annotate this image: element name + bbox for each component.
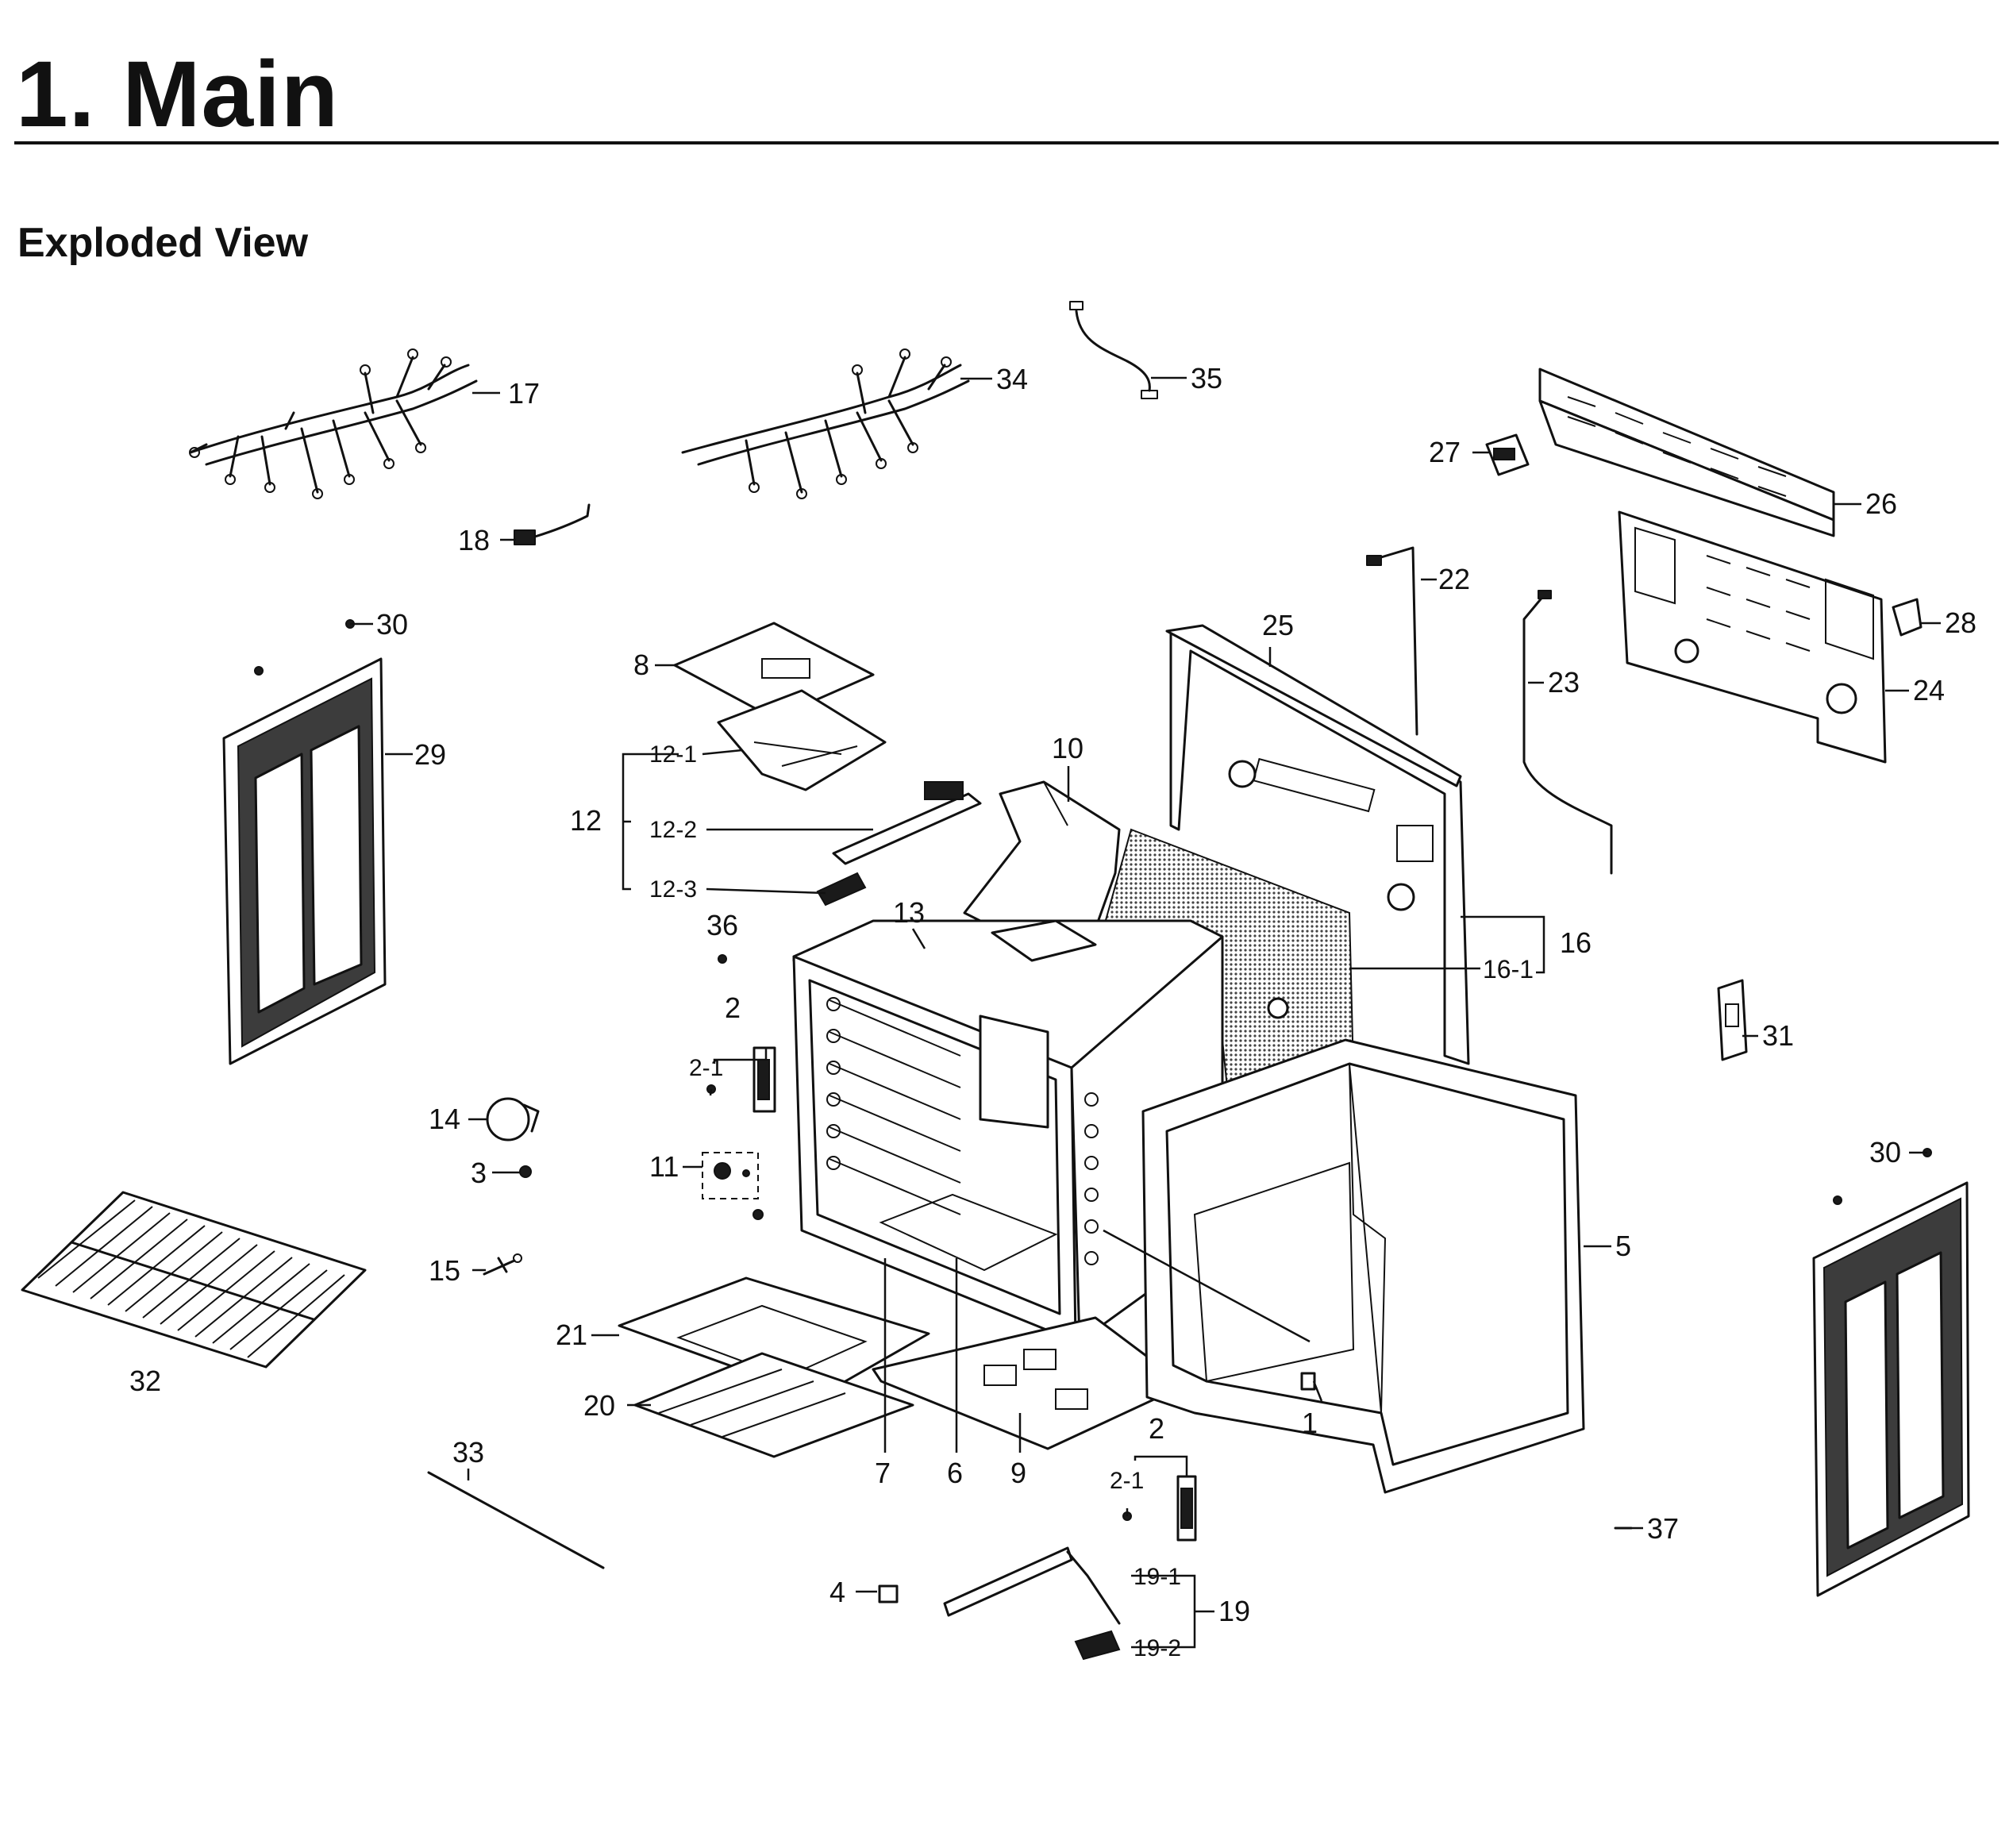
clip-27[interactable] [1485, 433, 1530, 476]
part-1[interactable] [1300, 1372, 1316, 1391]
wire-23[interactable] [1522, 590, 1613, 875]
outer-body-5[interactable] [1141, 1038, 1585, 1494]
hinge-2-upper[interactable] [752, 1046, 776, 1113]
side-panel-right[interactable] [1812, 1181, 1970, 1597]
callout-29: 29 [414, 738, 446, 771]
clip-28[interactable] [1892, 598, 1923, 637]
callout-33: 33 [452, 1436, 484, 1469]
screw-30-panel[interactable] [1833, 1195, 1842, 1205]
callout-30-lower: 30 [1869, 1136, 1901, 1168]
callout-37: 37 [1647, 1512, 1679, 1545]
screw-36[interactable] [718, 954, 727, 964]
page-title: 1. Main [16, 42, 339, 147]
callout-1: 1 [1302, 1407, 1318, 1439]
callout-2-lower: 2 [1149, 1412, 1164, 1445]
callout-2-1-upper: 2-1 [689, 1055, 723, 1081]
part-15[interactable] [483, 1253, 522, 1276]
callout-3: 3 [471, 1157, 487, 1189]
sensor-wire-35[interactable] [1069, 301, 1158, 399]
callout-25: 25 [1262, 609, 1294, 641]
callout-20: 20 [583, 1389, 615, 1422]
callout-12-2: 12-2 [649, 817, 697, 843]
part-4[interactable] [878, 1584, 899, 1604]
switch-11[interactable] [702, 1152, 764, 1220]
wire-harness-34[interactable] [681, 348, 970, 499]
callout-22: 22 [1438, 563, 1470, 595]
callout-21: 21 [556, 1319, 587, 1351]
oven-cavity-13[interactable] [792, 919, 1224, 1343]
callout-27: 27 [1429, 436, 1461, 468]
callout-26: 26 [1865, 487, 1897, 520]
oven-rack-32[interactable] [21, 1191, 367, 1369]
callout-16: 16 [1560, 926, 1592, 959]
bracket-19[interactable] [943, 1546, 1121, 1661]
top-plate-8[interactable] [673, 622, 875, 720]
bracket-12-2[interactable] [832, 781, 982, 865]
callout-18: 18 [458, 524, 490, 556]
callout-24: 24 [1913, 674, 1945, 706]
callout-36: 36 [706, 909, 738, 941]
callout-7: 7 [875, 1457, 891, 1489]
bottom-shield-20[interactable] [633, 1352, 914, 1458]
wire-harness-17[interactable] [189, 348, 478, 499]
callout-4: 4 [829, 1576, 845, 1608]
callout-12-1: 12-1 [649, 741, 697, 768]
rod-33[interactable] [427, 1471, 605, 1569]
callout-31: 31 [1762, 1019, 1794, 1052]
callout-14: 14 [429, 1103, 460, 1135]
callout-5: 5 [1615, 1230, 1631, 1262]
connector-12-3[interactable] [816, 872, 867, 907]
callout-11: 11 [649, 1150, 679, 1183]
callout-labels: 17 34 35 18 30 29 8 12 12-1 12-2 12-3 10… [129, 362, 1976, 1661]
sensor-probe-22[interactable] [1366, 546, 1418, 736]
callout-34: 34 [996, 363, 1028, 395]
lamp-14[interactable] [486, 1097, 540, 1142]
callout-19: 19 [1218, 1595, 1250, 1627]
callout-10: 10 [1052, 732, 1083, 764]
callout-17: 17 [508, 377, 540, 410]
callout-2-1-lower: 2-1 [1110, 1468, 1144, 1494]
section-heading: Exploded View [17, 220, 309, 266]
callout-19-1: 19-1 [1134, 1564, 1181, 1590]
back-frame-16[interactable] [1165, 624, 1470, 1065]
callout-13: 13 [893, 896, 925, 929]
hinge-2-lower[interactable] [1176, 1475, 1197, 1542]
callout-12-3: 12-3 [649, 876, 697, 903]
callout-28: 28 [1945, 606, 1976, 639]
callout-23: 23 [1548, 666, 1580, 699]
callout-16-1: 16-1 [1483, 955, 1534, 984]
callout-9: 9 [1010, 1457, 1026, 1489]
callout-8: 8 [633, 649, 649, 681]
rear-cover-26[interactable] [1538, 368, 1835, 537]
title-rule [14, 141, 1999, 144]
callout-35: 35 [1191, 362, 1222, 395]
callout-30-upper: 30 [376, 608, 408, 641]
callout-2-upper: 2 [725, 991, 741, 1024]
side-panel-left-29[interactable] [222, 657, 387, 1065]
callout-12: 12 [570, 804, 602, 837]
bracket-31[interactable] [1717, 979, 1748, 1061]
duct-12-1[interactable] [717, 689, 887, 791]
callout-19-2: 19-2 [1134, 1635, 1181, 1661]
callout-32: 32 [129, 1365, 161, 1397]
callout-15: 15 [429, 1254, 460, 1287]
leader-lines [350, 376, 1941, 1649]
part-3[interactable] [519, 1165, 532, 1178]
rear-panel-24[interactable] [1618, 510, 1887, 764]
callout-6: 6 [947, 1457, 963, 1489]
power-cord-18[interactable] [514, 503, 591, 545]
